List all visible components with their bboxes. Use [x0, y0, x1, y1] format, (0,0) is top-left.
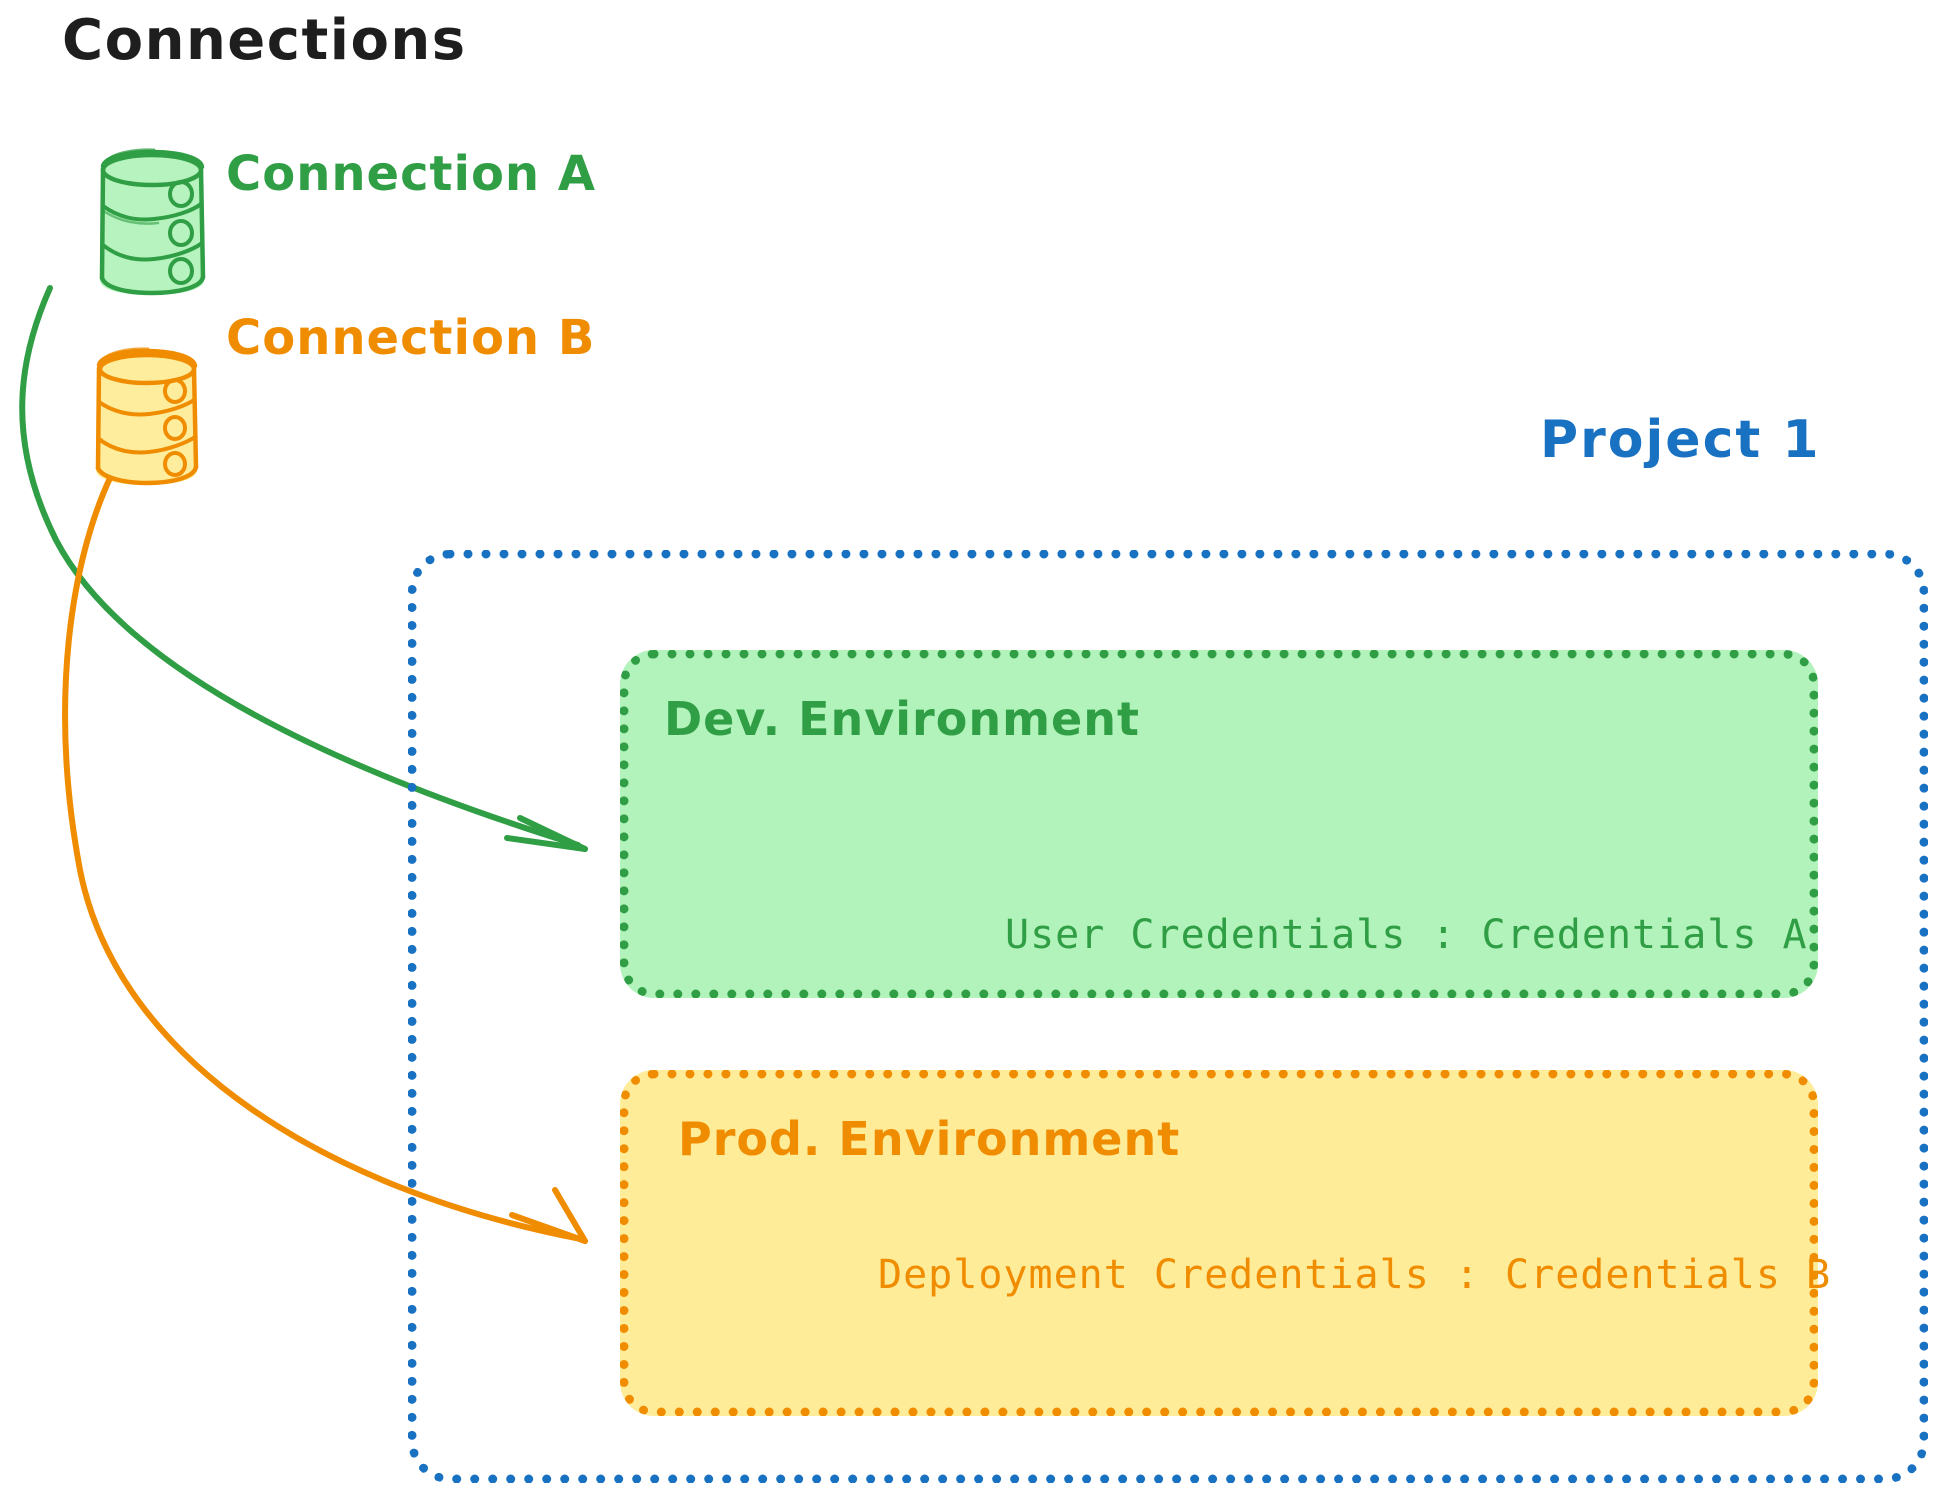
dev-environment-box[interactable]	[620, 650, 1818, 998]
database-cylinder-icon-connection-b[interactable]	[85, 344, 209, 486]
project-container[interactable]	[408, 550, 1928, 1483]
database-cylinder-icon-connection-a[interactable]	[88, 145, 216, 297]
prod-environment-title: Prod. Environment	[678, 1112, 1181, 1166]
project-title: Project 1	[1540, 410, 1821, 470]
prod-environment-credentials: Deployment Credentials : Credentials B	[878, 1252, 1832, 1298]
connection-b-label: Connection B	[226, 310, 596, 366]
page-title: Connections	[62, 8, 467, 73]
connection-a-label: Connection A	[226, 146, 596, 202]
dev-environment-credentials: User Credentials : Credentials A	[1005, 912, 1808, 958]
dev-environment-title: Dev. Environment	[664, 692, 1140, 746]
prod-environment-box[interactable]	[620, 1070, 1818, 1416]
